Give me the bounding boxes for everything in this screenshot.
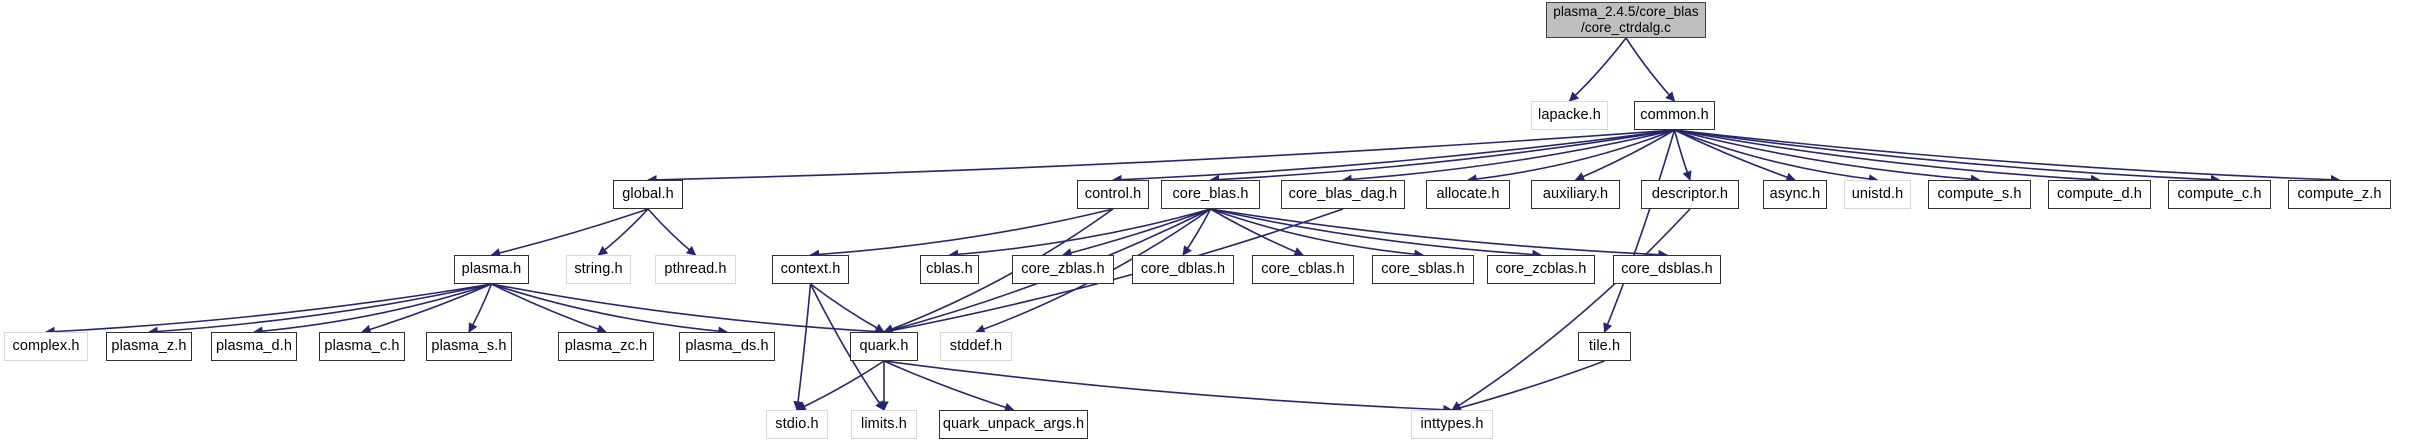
graph-node-string[interactable]: string.h — [566, 255, 631, 284]
graph-node-core_dsblas[interactable]: core_dsblas.h — [1613, 255, 1721, 284]
edge-core_blas-to-core_dsblas — [1210, 208, 1668, 260]
graph-node-unistd[interactable]: unistd.h — [1844, 180, 1911, 209]
edge-common-to-auxiliary — [1574, 129, 1675, 182]
edge-common-to-compute_d — [1674, 129, 2101, 185]
edge-common-to-global — [647, 129, 1675, 185]
graph-node-compute_d[interactable]: compute_d.h — [2048, 180, 2151, 209]
graph-node-common[interactable]: common.h — [1634, 101, 1715, 130]
graph-node-root[interactable]: plasma_2.4.5/core_blas /core_ctrdalg.c — [1546, 2, 1706, 38]
edge-quark-to-stdio — [796, 360, 885, 411]
edge-quark-to-inttypes — [883, 360, 1453, 415]
graph-node-context[interactable]: context.h — [772, 255, 849, 284]
edge-control-to-context — [809, 208, 1114, 260]
graph-node-quark_unpack_args[interactable]: quark_unpack_args.h — [939, 410, 1088, 439]
edge-plasma-to-plasma_zc — [491, 283, 607, 334]
graph-node-plasma_ds[interactable]: plasma_ds.h — [679, 332, 775, 361]
edge-plasma-to-complex — [45, 283, 492, 337]
edge-root-to-common — [1625, 37, 1676, 102]
graph-node-control[interactable]: control.h — [1077, 180, 1149, 209]
edge-root-to-lapacke — [1568, 37, 1627, 102]
graph-node-compute_s[interactable]: compute_s.h — [1928, 180, 2031, 209]
edge-context-to-quark — [810, 283, 885, 333]
edge-descriptor-to-inttypes — [1451, 208, 1691, 411]
edge-common-to-control — [1112, 129, 1675, 185]
edge-common-to-core_blas_dag — [1342, 129, 1675, 185]
edge-common-to-descriptor — [1673, 129, 1692, 181]
edge-core_blas-to-core_cblas — [1210, 208, 1304, 257]
graph-node-core_blas[interactable]: core_blas.h — [1161, 180, 1260, 209]
graph-node-stddef[interactable]: stddef.h — [940, 332, 1012, 361]
edge-common-to-core_blas — [1209, 129, 1675, 185]
graph-node-complex[interactable]: complex.h — [4, 332, 88, 361]
graph-node-allocate[interactable]: allocate.h — [1426, 180, 1510, 209]
edge-plasma-to-plasma_ds — [491, 283, 728, 336]
edge-global-to-string — [597, 208, 649, 256]
graph-node-lapacke[interactable]: lapacke.h — [1531, 101, 1608, 130]
graph-node-plasma_s[interactable]: plasma_s.h — [426, 332, 512, 361]
graph-node-limits[interactable]: limits.h — [851, 410, 917, 439]
graph-node-quark[interactable]: quark.h — [850, 332, 918, 361]
graph-node-async[interactable]: async.h — [1763, 180, 1827, 209]
edge-core_blas-to-core_zcblas — [1210, 208, 1542, 260]
edge-common-to-tile — [1603, 129, 1676, 333]
edge-plasma-to-plasma_d — [253, 283, 492, 336]
graph-node-cblas[interactable]: cblas.h — [920, 255, 979, 284]
edge-global-to-pthread — [647, 208, 697, 256]
graph-node-plasma_zc[interactable]: plasma_zc.h — [558, 332, 654, 361]
graph-node-plasma_z[interactable]: plasma_z.h — [106, 332, 192, 361]
graph-node-descriptor[interactable]: descriptor.h — [1641, 180, 1739, 209]
edge-core_blas-to-core_sblas — [1210, 208, 1424, 259]
graph-node-core_zcblas[interactable]: core_zcblas.h — [1487, 255, 1595, 284]
graph-node-compute_z[interactable]: compute_z.h — [2288, 180, 2391, 209]
edge-common-to-compute_s — [1674, 129, 1981, 185]
graph-node-plasma_c[interactable]: plasma_c.h — [319, 332, 405, 361]
graph-node-tile[interactable]: tile.h — [1578, 332, 1631, 361]
edge-common-to-compute_z — [1674, 129, 2341, 185]
edge-common-to-unistd — [1674, 129, 1879, 184]
edge-quark-to-quark_unpack_args — [883, 360, 1015, 412]
graph-node-pthread[interactable]: pthread.h — [655, 255, 736, 284]
graph-node-core_sblas[interactable]: core_sblas.h — [1372, 255, 1474, 284]
graph-node-auxiliary[interactable]: auxiliary.h — [1531, 180, 1620, 209]
edge-core_blas-to-core_dblas — [1182, 208, 1212, 256]
graph-node-core_dblas[interactable]: core_dblas.h — [1132, 255, 1234, 284]
edge-context-to-stdio — [793, 283, 812, 411]
graph-node-core_zblas[interactable]: core_zblas.h — [1012, 255, 1114, 284]
graph-node-core_blas_dag[interactable]: core_blas_dag.h — [1281, 180, 1405, 209]
graph-node-core_cblas[interactable]: core_cblas.h — [1252, 255, 1354, 284]
graph-node-inttypes[interactable]: inttypes.h — [1411, 410, 1493, 439]
edge-plasma-to-plasma_s — [468, 283, 493, 333]
edge-common-to-allocate — [1467, 129, 1675, 184]
edge-core_blas-to-core_zblas — [1062, 208, 1211, 258]
edge-plasma-to-plasma_z — [148, 283, 492, 337]
edge-common-to-compute_c — [1674, 129, 2221, 185]
edge-common-to-async — [1674, 129, 1796, 182]
graph-node-plasma[interactable]: plasma.h — [454, 255, 529, 284]
edge-core_blas-to-cblas — [948, 208, 1211, 260]
graph-node-stdio[interactable]: stdio.h — [766, 410, 828, 439]
graph-node-plasma_d[interactable]: plasma_d.h — [211, 332, 297, 361]
graph-node-compute_c[interactable]: compute_c.h — [2168, 180, 2271, 209]
edge-tile-to-inttypes — [1451, 360, 1605, 413]
edge-plasma-to-plasma_c — [361, 283, 492, 334]
edge-plasma-to-quark — [491, 283, 885, 337]
graph-node-global[interactable]: global.h — [613, 180, 683, 209]
edge-global-to-plasma — [490, 208, 649, 258]
